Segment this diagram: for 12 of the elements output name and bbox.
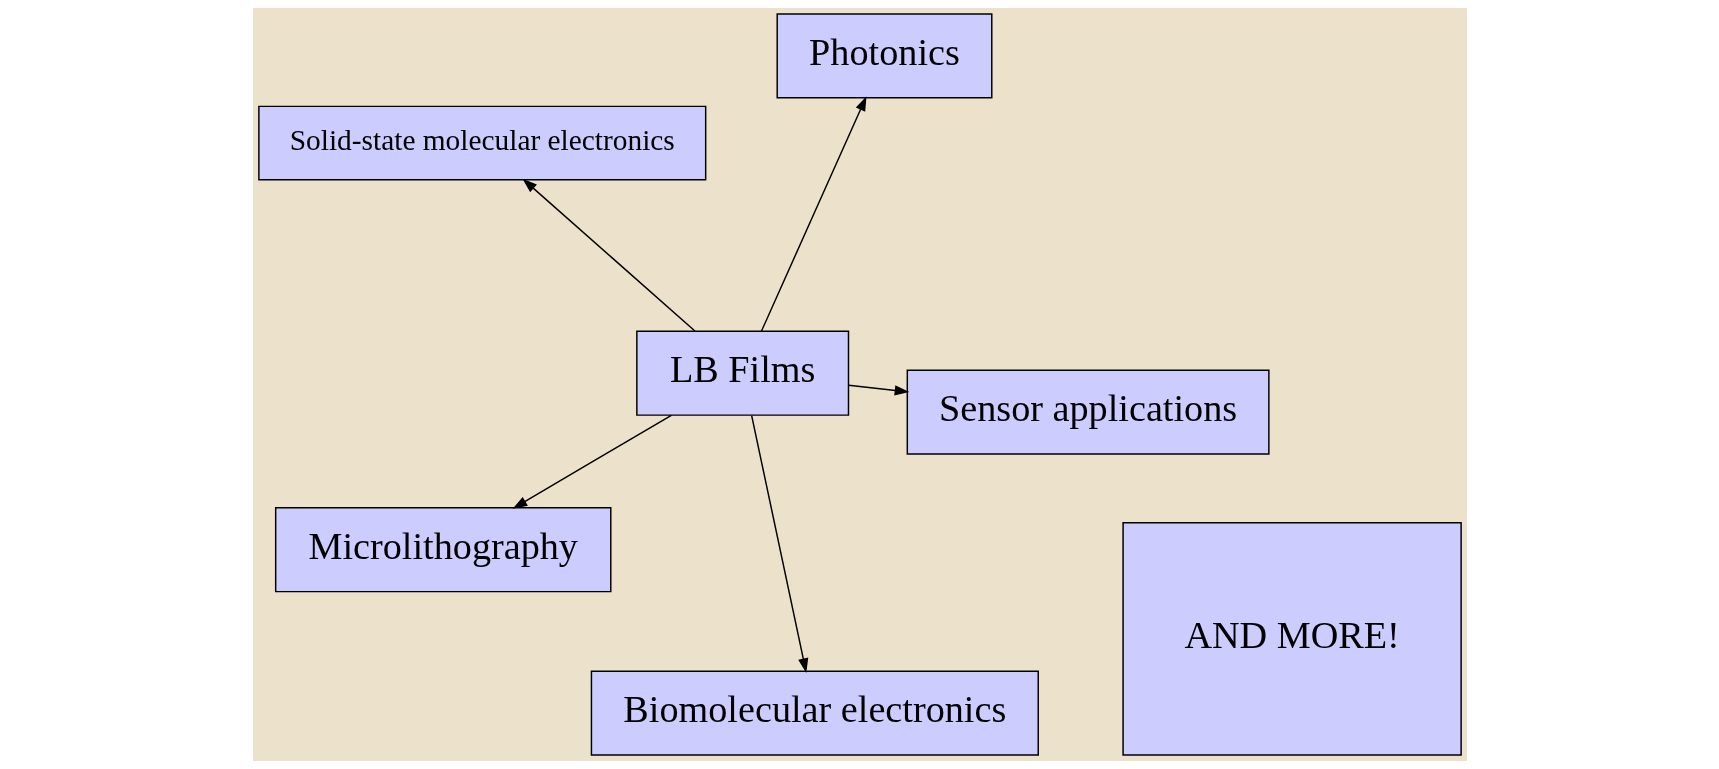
node-box: Solid-state molecular electronics xyxy=(257,105,706,181)
node-box: LB Films xyxy=(635,330,849,416)
node-box: AND MORE! xyxy=(1121,522,1462,756)
node-box: Sensor applications xyxy=(906,369,1270,455)
node-box: Microlithography xyxy=(274,507,611,593)
arrow xyxy=(750,414,808,673)
arrow xyxy=(847,384,909,396)
arrow xyxy=(512,414,672,509)
arrow xyxy=(522,178,696,332)
node-box: Photonics xyxy=(775,13,992,99)
node-box: Biomolecular electronics xyxy=(590,670,1039,756)
arrow xyxy=(760,96,866,332)
